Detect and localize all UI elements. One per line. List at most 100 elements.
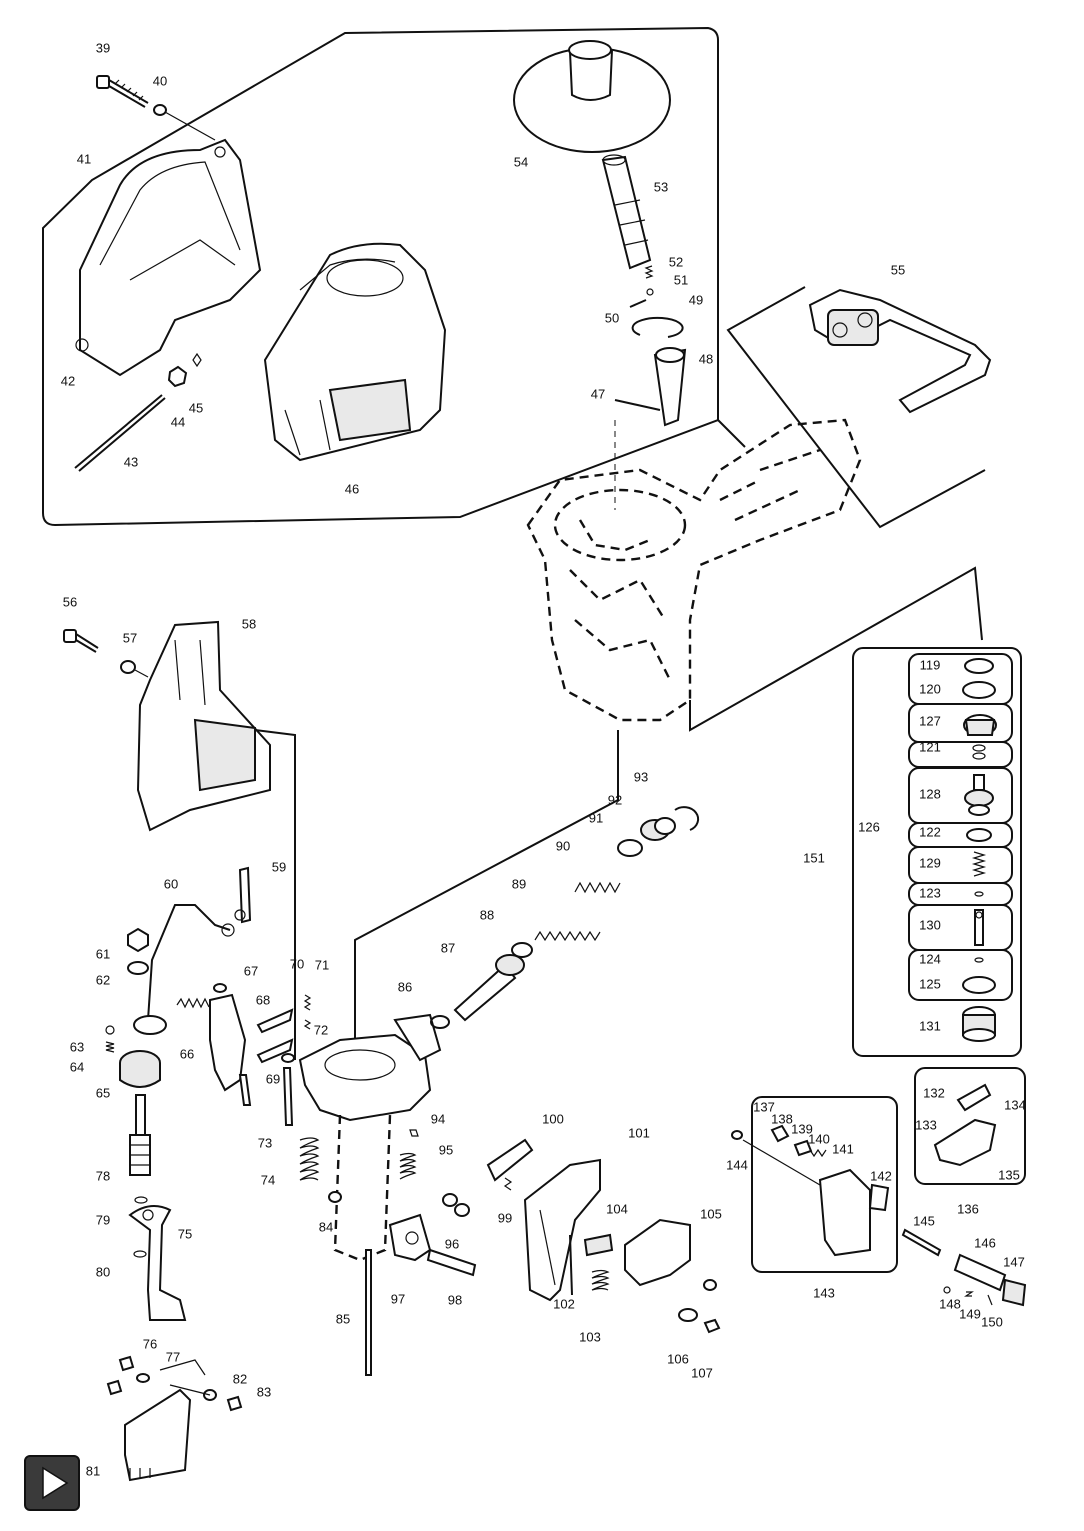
washer-91 [617,839,643,857]
callout-55: 55 [891,262,905,277]
callout-138: 138 [771,1111,793,1126]
trigger-parts-136 [914,1067,1026,1185]
piston-87 [453,954,525,1022]
trigger-105 [624,1218,691,1287]
callout-151: 151 [803,850,825,865]
o-ring-86 [430,1015,450,1029]
callout-124: 124 [919,951,941,966]
trigger-plate-68 [209,993,247,1092]
callout-106: 106 [667,1351,689,1366]
cap-131 [962,1006,996,1042]
callout-139: 139 [791,1121,813,1136]
callout-136: 136 [957,1201,979,1216]
play-button[interactable] [24,1455,80,1511]
callout-44: 44 [171,414,185,429]
callout-147: 147 [1003,1254,1025,1269]
callout-63: 63 [70,1039,84,1054]
snap-ring-93 [674,806,700,831]
callout-labels: 3940414243444546474849505152535455565758… [61,40,1026,1478]
nut-61 [127,927,149,953]
handle-frame [726,286,986,529]
callout-57: 57 [123,630,137,645]
callout-72: 72 [314,1022,328,1037]
callout-49: 49 [689,292,703,307]
bolt-56 [63,629,99,653]
trigger-assembly-143 [751,1096,898,1273]
washer-57 [120,660,136,674]
seal-kit-126 [908,653,1013,1001]
callout-45: 45 [189,400,203,415]
callout-102: 102 [553,1296,575,1311]
callout-73: 73 [258,1135,272,1150]
callout-48: 48 [699,351,713,366]
callout-47: 47 [591,386,605,401]
trigger-housing-101 [523,1158,601,1302]
rod-43 [74,394,166,472]
shaft-53 [601,154,652,270]
callout-66: 66 [180,1046,194,1061]
stem-130 [974,909,984,946]
callout-81: 81 [86,1463,100,1478]
callout-125: 125 [919,976,941,991]
valve-127 [963,714,997,736]
callout-91: 91 [589,810,603,825]
callout-121: 121 [919,739,941,754]
callout-132: 132 [923,1085,945,1100]
callout-84: 84 [319,1219,333,1234]
callout-150: 150 [981,1314,1003,1329]
callout-107: 107 [691,1365,713,1380]
callout-148: 148 [939,1296,961,1311]
callout-39: 39 [96,40,110,55]
callout-86: 86 [398,979,412,994]
rod-85 [365,1249,372,1376]
callout-89: 89 [512,876,526,891]
callout-74: 74 [261,1172,275,1187]
callout-141: 141 [832,1141,854,1156]
nose-plate-58 [136,620,271,832]
callout-94: 94 [431,1111,445,1126]
callout-93: 93 [634,769,648,784]
callout-92: 92 [608,792,622,807]
valve-128 [964,774,994,816]
callout-127: 127 [919,713,941,728]
spool-plate-54 [513,40,671,153]
callout-90: 90 [556,838,570,853]
main-body-housing [526,418,862,722]
callout-41: 41 [77,151,91,166]
spring-52 [644,265,654,279]
callout-149: 149 [959,1306,981,1321]
callout-40: 40 [153,73,167,88]
knob-65 [119,1050,161,1088]
callout-46: 46 [345,481,359,496]
cylinder-head [298,1013,442,1262]
callout-135: 135 [998,1167,1020,1182]
callout-105: 105 [700,1206,722,1221]
callout-79: 79 [96,1212,110,1227]
callout-143: 143 [813,1285,835,1300]
washer-40 [153,104,167,116]
spring-89 [534,930,601,942]
callout-146: 146 [974,1235,996,1250]
callout-145: 145 [913,1213,935,1228]
trigger-body-141 [818,1168,871,1257]
callout-95: 95 [439,1142,453,1157]
pin-73 [282,1067,294,1126]
snap-ring-49 [631,316,684,338]
valve-body-97 [388,1213,432,1262]
spring-66 [176,997,210,1009]
seal-kit-151 [852,647,1022,1057]
callout-52: 52 [669,254,683,269]
callout-126: 126 [858,819,880,834]
callout-71: 71 [315,957,329,972]
callout-119: 119 [920,657,941,672]
magazine-cover-left [75,138,262,377]
callout-133: 133 [915,1117,937,1132]
adjuster-78 [129,1094,151,1176]
callout-137: 137 [753,1099,775,1114]
lever-100 [486,1138,534,1182]
callout-60: 60 [164,876,178,891]
washer-62 [127,961,149,975]
callout-78: 78 [96,1168,110,1183]
top-assembly-frame [42,26,719,527]
callout-97: 97 [391,1291,405,1306]
